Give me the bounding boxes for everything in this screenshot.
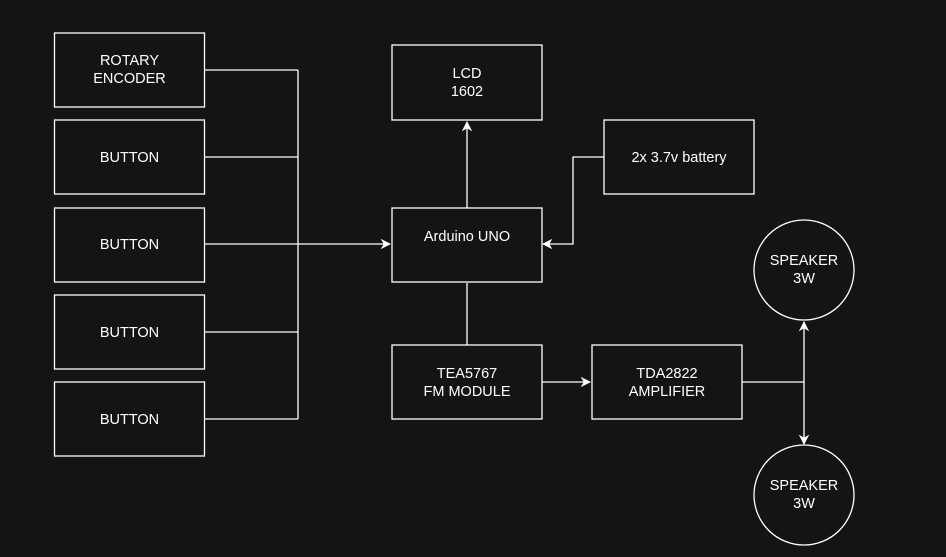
speaker-bottom-label-line1: SPEAKER	[770, 478, 839, 494]
node-lcd: LCD 1602	[391, 44, 543, 121]
arduino-label: Arduino UNO	[424, 229, 510, 245]
fm-module-box	[391, 344, 543, 420]
node-amplifier: TDA2822 AMPLIFIER	[591, 344, 743, 420]
lcd-box	[391, 44, 543, 121]
speaker-top-circle	[753, 219, 855, 321]
node-speaker-bottom: SPEAKER 3W	[753, 444, 855, 546]
node-speaker-top: SPEAKER 3W	[753, 219, 855, 321]
amplifier-label-line2: AMPLIFIER	[629, 384, 706, 400]
speaker-bottom-circle	[753, 444, 855, 546]
lcd-label-line2: 1602	[451, 84, 483, 100]
amplifier-label-line1: TDA2822	[636, 366, 697, 382]
fm-module-label-line1: TEA5767	[437, 366, 497, 382]
button-1-label: BUTTON	[100, 150, 159, 166]
node-button-2: BUTTON	[53, 207, 206, 283]
rotary-encoder-box	[53, 32, 206, 108]
button-1-box	[53, 119, 206, 195]
arduino-box	[391, 207, 543, 283]
speaker-bottom-label-line2: 3W	[793, 496, 815, 512]
node-button-1: BUTTON	[53, 119, 206, 195]
button-3-label: BUTTON	[100, 325, 159, 341]
node-battery: 2x 3.7v battery	[603, 119, 755, 195]
node-button-4: BUTTON	[53, 381, 206, 457]
node-arduino: Arduino UNO	[391, 207, 543, 283]
node-fm-module: TEA5767 FM MODULE	[391, 344, 543, 420]
button-4-box	[53, 381, 206, 457]
connectors	[205, 69, 810, 446]
button-2-box	[53, 207, 206, 283]
battery-box	[603, 119, 755, 195]
button-2-label: BUTTON	[100, 237, 159, 253]
speaker-top-label-line1: SPEAKER	[770, 253, 839, 269]
node-button-3: BUTTON	[53, 294, 206, 370]
lcd-label-line1: LCD	[452, 66, 481, 82]
battery-label: 2x 3.7v battery	[631, 150, 727, 166]
speaker-top-label-line2: 3W	[793, 271, 815, 287]
amplifier-box	[591, 344, 743, 420]
button-4-label: BUTTON	[100, 412, 159, 428]
node-rotary-encoder: ROTARY ENCODER	[53, 32, 206, 108]
rotary-encoder-label-line2: ENCODER	[93, 71, 166, 87]
rotary-encoder-label-line1: ROTARY	[100, 53, 159, 69]
button-3-box	[53, 294, 206, 370]
fm-module-label-line2: FM MODULE	[424, 384, 511, 400]
connector-battery-to-arduino	[541, 156, 604, 250]
